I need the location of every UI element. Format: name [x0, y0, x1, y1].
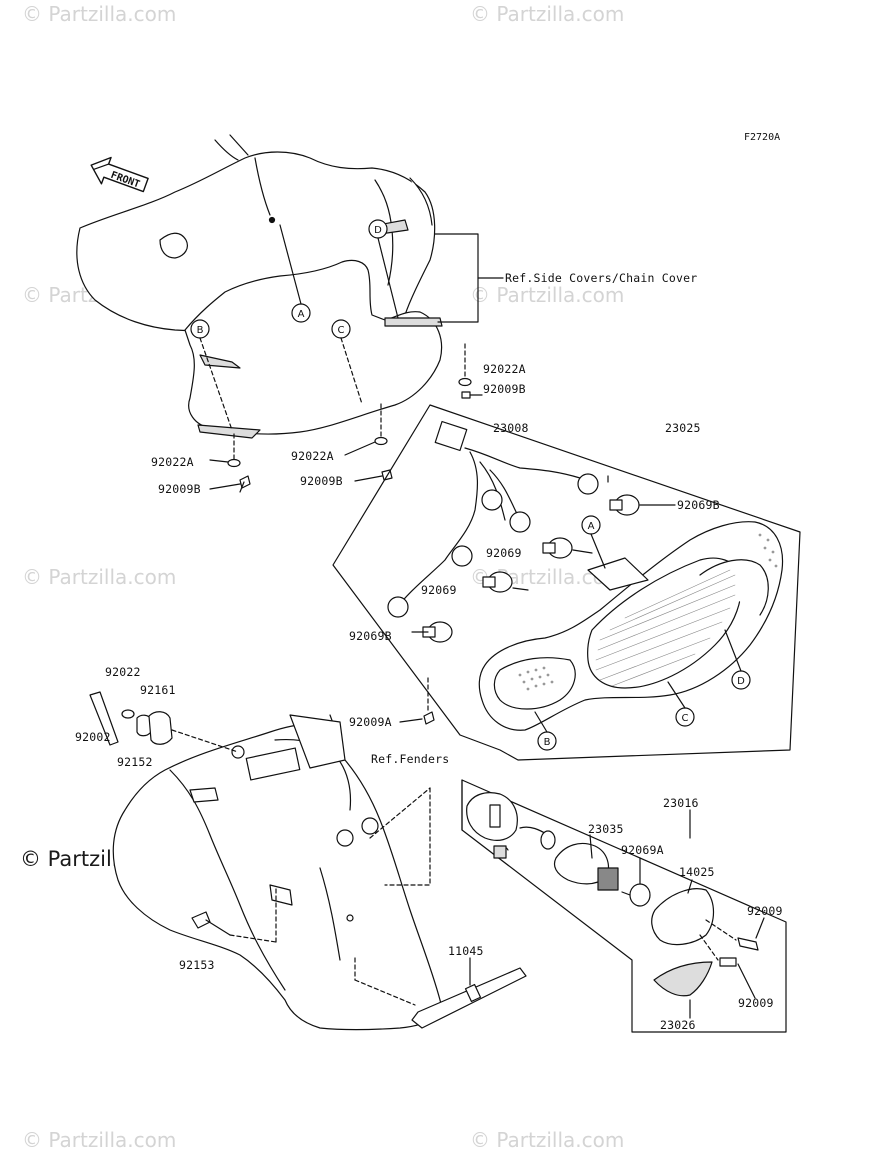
watermark: © Partzilla.com	[22, 2, 177, 26]
callout-letter-a: A	[298, 309, 305, 320]
figure-code: F2720A	[744, 132, 781, 143]
ref-fenders-label: Ref.Fenders	[371, 752, 450, 766]
part-number-92153: 92153	[179, 958, 215, 972]
part-number-92069a: 92069A	[621, 843, 664, 857]
callout-letter-b: B	[197, 325, 204, 336]
tail-light	[478, 521, 784, 731]
wiring-harness	[387, 420, 599, 618]
watermark: © Partzilla.com	[470, 283, 625, 307]
watermark: © Partzilla.com	[470, 2, 625, 26]
watermark: © Partzilla.com	[22, 1128, 177, 1152]
part-number-92009: 92009	[738, 996, 774, 1010]
part-number-92009a: 92009A	[349, 715, 392, 729]
watermark: © Partzilla.com	[22, 565, 177, 589]
bulb	[422, 494, 640, 643]
part-number-11045: 11045	[448, 944, 484, 958]
part-number-92022a: 92022A	[483, 362, 526, 376]
rear-fender	[112, 714, 442, 1031]
callout-letter-b: B	[544, 737, 551, 748]
part-number-92069b: 92069B	[677, 498, 720, 512]
ref-side-covers-label: Ref.Side Covers/Chain Cover	[505, 271, 698, 285]
part-number-92152: 92152	[117, 755, 153, 769]
part-number-92022a: 92022A	[151, 455, 194, 469]
part-number-92022a: 92022A	[291, 449, 334, 463]
part-number-23026: 23026	[660, 1018, 696, 1032]
part-number-92161: 92161	[140, 683, 176, 697]
part-number-23008: 23008	[493, 421, 529, 435]
callout-letter-c: C	[682, 713, 689, 724]
part-number-92009b: 92009B	[158, 482, 201, 496]
part-number-92069b: 92069B	[349, 629, 392, 643]
seat-cowl	[76, 134, 443, 439]
part-number-23025: 23025	[665, 421, 701, 435]
part-number-23035: 23035	[588, 822, 624, 836]
part-number-92009b: 92009B	[300, 474, 343, 488]
part-number-23016: 23016	[663, 796, 699, 810]
part-number-92022: 92022	[105, 665, 141, 679]
watermark: © Partzilla.com	[470, 1128, 625, 1152]
callout-letter-d: D	[374, 225, 382, 236]
callout-letter-c: C	[338, 325, 345, 336]
license-bracket	[411, 967, 527, 1029]
front-arrow-icon: FRONT	[90, 156, 149, 193]
part-number-92002: 92002	[75, 730, 111, 744]
callout-letter-d: D	[737, 676, 745, 687]
part-number-92009: 92009	[747, 904, 783, 918]
callout-letter-a: A	[588, 521, 595, 532]
part-number-92069: 92069	[421, 583, 457, 597]
part-number-92009b: 92009B	[483, 382, 526, 396]
license-light	[466, 792, 715, 997]
part-number-92069: 92069	[486, 546, 522, 560]
part-number-14025: 14025	[679, 865, 715, 879]
